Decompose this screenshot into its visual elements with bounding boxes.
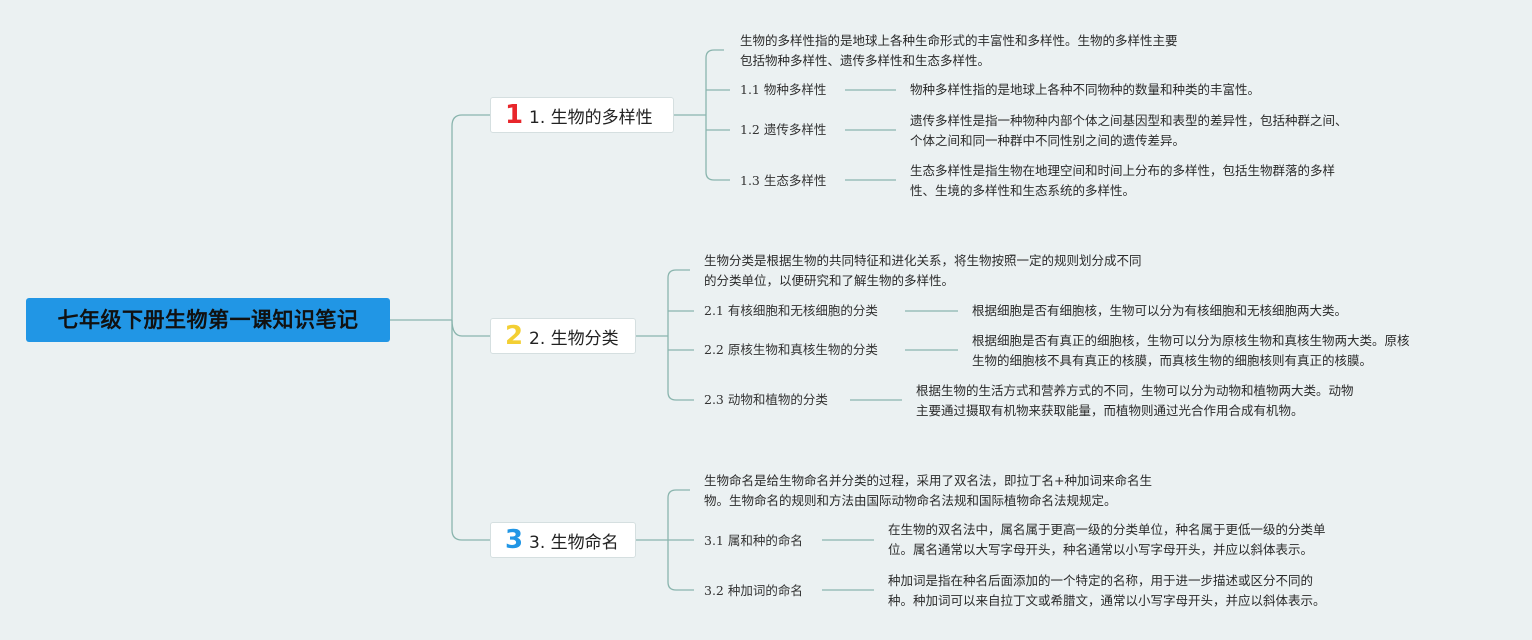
subtopic-3-1-note[interactable]: 在生物的双名法中，属名属于更高一级的分类单位，种名属于更低一级的分类单 位。属名… bbox=[888, 520, 1326, 560]
subtopic-2-3-label: 2.3 动物和植物的分类 bbox=[704, 392, 828, 407]
subtopic-1-3-note-line-1: 生态多样性是指生物在地理空间和时间上分布的多样性，包括生物群落的多样 bbox=[910, 163, 1336, 178]
branch-topic-2[interactable]: 2 2. 生物分类 bbox=[490, 318, 636, 354]
branch-1-child-3-link bbox=[705, 115, 730, 181]
branch-3-intro-line-2: 物。生物命名的规则和方法由国际动物命名法规和国际植物命名法规规定。 bbox=[704, 493, 1117, 508]
branch-1-intro-line-1: 生物的多样性指的是地球上各种生命形式的丰富性和多样性。生物的多样性主要 bbox=[740, 33, 1178, 48]
subtopic-2-1-note[interactable]: 根据细胞是否有细胞核，生物可以分为有核细胞和无核细胞两大类。 bbox=[972, 301, 1347, 321]
subtopic-1-3-note[interactable]: 生态多样性是指生物在地理空间和时间上分布的多样性，包括生物群落的多样 性、生境的… bbox=[910, 161, 1335, 201]
branch-3-label: 3. 生物命名 bbox=[529, 532, 619, 553]
subtopic-3-2-note[interactable]: 种加词是指在种名后面添加的一个特定的名称，用于进一步描述或区分不同的 种。种加词… bbox=[888, 571, 1326, 611]
number-3-icon: 3 bbox=[504, 525, 524, 555]
subtopic-3-1[interactable]: 3.1 属和种的命名 bbox=[704, 531, 803, 551]
subtopic-3-2-note-line-2: 种。种加词可以来自拉丁文或希腊文，通常以小写字母开头，并应以斜体表示。 bbox=[888, 593, 1326, 608]
branch-3-child-2-link bbox=[667, 540, 694, 591]
subtopic-2-3-note-line-1: 根据生物的生活方式和营养方式的不同，生物可以分为动物和植物两大类。动物 bbox=[916, 383, 1354, 398]
branch-3-intro-line-1: 生物命名是给生物命名并分类的过程，采用了双名法，即拉丁名+种加词来命名生 bbox=[704, 473, 1152, 488]
root-topic[interactable]: 七年级下册生物第一课知识笔记 bbox=[26, 298, 390, 342]
subtopic-3-1-label: 3.1 属和种的命名 bbox=[704, 533, 803, 548]
trunk-to-branch-2-curve bbox=[451, 319, 490, 337]
branch-3-intro[interactable]: 生物命名是给生物命名并分类的过程，采用了双名法，即拉丁名+种加词来命名生 物。生… bbox=[704, 471, 1152, 511]
subtopic-2-2[interactable]: 2.2 原核生物和真核生物的分类 bbox=[704, 340, 878, 360]
number-2-icon: 2 bbox=[504, 321, 524, 351]
subtopic-2-1-note-line-1: 根据细胞是否有细胞核，生物可以分为有核细胞和无核细胞两大类。 bbox=[972, 303, 1348, 318]
subtopic-2-3-note[interactable]: 根据生物的生活方式和营养方式的不同，生物可以分为动物和植物两大类。动物 主要通过… bbox=[916, 381, 1354, 421]
subtopic-1-3-label: 1.3 生态多样性 bbox=[740, 173, 827, 188]
branch-2-intro-link bbox=[667, 269, 690, 336]
branch-2-child-3-link bbox=[667, 336, 694, 401]
branch-1-intro-line-2: 包括物种多样性、遗传多样性和生态多样性。 bbox=[740, 53, 991, 68]
subtopic-3-1-note-line-2: 位。属名通常以大写字母开头，种名通常以小写字母开头，并应以斜体表示。 bbox=[888, 542, 1314, 557]
branch-2-intro-line-2: 的分类单位，以便研究和了解生物的多样性。 bbox=[704, 273, 955, 288]
root-title: 七年级下册生物第一课知识笔记 bbox=[57, 308, 359, 332]
branch-2-intro-line-1: 生物分类是根据生物的共同特征和进化关系，将生物按照一定的规则划分成不同 bbox=[704, 253, 1142, 268]
subtopic-1-2-note[interactable]: 遗传多样性是指一种物种内部个体之间基因型和表型的差异性，包括种群之间、 个体之间… bbox=[910, 111, 1348, 151]
subtopic-3-2[interactable]: 3.2 种加词的命名 bbox=[704, 581, 803, 601]
number-1-icon: 1 bbox=[504, 100, 524, 130]
subtopic-3-2-label: 3.2 种加词的命名 bbox=[704, 583, 803, 598]
trunk-to-branch-3 bbox=[451, 320, 490, 541]
subtopic-1-2-note-line-1: 遗传多样性是指一种物种内部个体之间基因型和表型的差异性，包括种群之间、 bbox=[910, 113, 1348, 128]
subtopic-1-1-note-line-1: 物种多样性指的是地球上各种不同物种的数量和种类的丰富性。 bbox=[910, 82, 1261, 97]
branch-1-intro[interactable]: 生物的多样性指的是地球上各种生命形式的丰富性和多样性。生物的多样性主要 包括物种… bbox=[740, 31, 1178, 71]
subtopic-1-1-label: 1.1 物种多样性 bbox=[740, 82, 827, 97]
branch-2-label: 2. 生物分类 bbox=[529, 328, 619, 349]
trunk-to-branch-1 bbox=[451, 114, 490, 320]
branch-3-intro-link bbox=[667, 489, 690, 540]
branch-topic-1[interactable]: 1 1. 生物的多样性 bbox=[490, 97, 674, 133]
subtopic-1-1-note[interactable]: 物种多样性指的是地球上各种不同物种的数量和种类的丰富性。 bbox=[910, 80, 1260, 100]
subtopic-3-2-note-line-1: 种加词是指在种名后面添加的一个特定的名称，用于进一步描述或区分不同的 bbox=[888, 573, 1314, 588]
subtopic-2-3[interactable]: 2.3 动物和植物的分类 bbox=[704, 390, 828, 410]
subtopic-2-1[interactable]: 2.1 有核细胞和无核细胞的分类 bbox=[704, 301, 878, 321]
subtopic-2-2-note[interactable]: 根据细胞是否有真正的细胞核，生物可以分为原核生物和真核生物两大类。原核 生物的细… bbox=[972, 331, 1410, 371]
subtopic-1-3-note-line-2: 性、生境的多样性和生态系统的多样性。 bbox=[910, 183, 1136, 198]
subtopic-2-2-label: 2.2 原核生物和真核生物的分类 bbox=[704, 342, 878, 357]
subtopic-2-2-note-line-2: 生物的细胞核不具有真正的核膜，而真核生物的细胞核则有真正的核膜。 bbox=[972, 353, 1373, 368]
subtopic-1-2-note-line-2: 个体之间和同一种群中不同性别之间的遗传差异。 bbox=[910, 133, 1186, 148]
branch-1-intro-link bbox=[705, 49, 724, 115]
subtopic-2-3-note-line-2: 主要通过摄取有机物来获取能量，而植物则通过光合作用合成有机物。 bbox=[916, 403, 1304, 418]
subtopic-2-1-label: 2.1 有核细胞和无核细胞的分类 bbox=[704, 303, 878, 318]
branch-1-label: 1. 生物的多样性 bbox=[529, 107, 653, 128]
subtopic-1-1[interactable]: 1.1 物种多样性 bbox=[740, 80, 826, 100]
branch-topic-3[interactable]: 3 3. 生物命名 bbox=[490, 522, 636, 558]
subtopic-1-2-label: 1.2 遗传多样性 bbox=[740, 122, 827, 137]
subtopic-1-2[interactable]: 1.2 遗传多样性 bbox=[740, 120, 826, 140]
subtopic-3-1-note-line-1: 在生物的双名法中，属名属于更高一级的分类单位，种名属于更低一级的分类单 bbox=[888, 522, 1326, 537]
branch-2-intro[interactable]: 生物分类是根据生物的共同特征和进化关系，将生物按照一定的规则划分成不同 的分类单… bbox=[704, 251, 1142, 291]
subtopic-2-2-note-line-1: 根据细胞是否有真正的细胞核，生物可以分为原核生物和真核生物两大类。原核 bbox=[972, 333, 1410, 348]
subtopic-1-3[interactable]: 1.3 生态多样性 bbox=[740, 171, 826, 191]
